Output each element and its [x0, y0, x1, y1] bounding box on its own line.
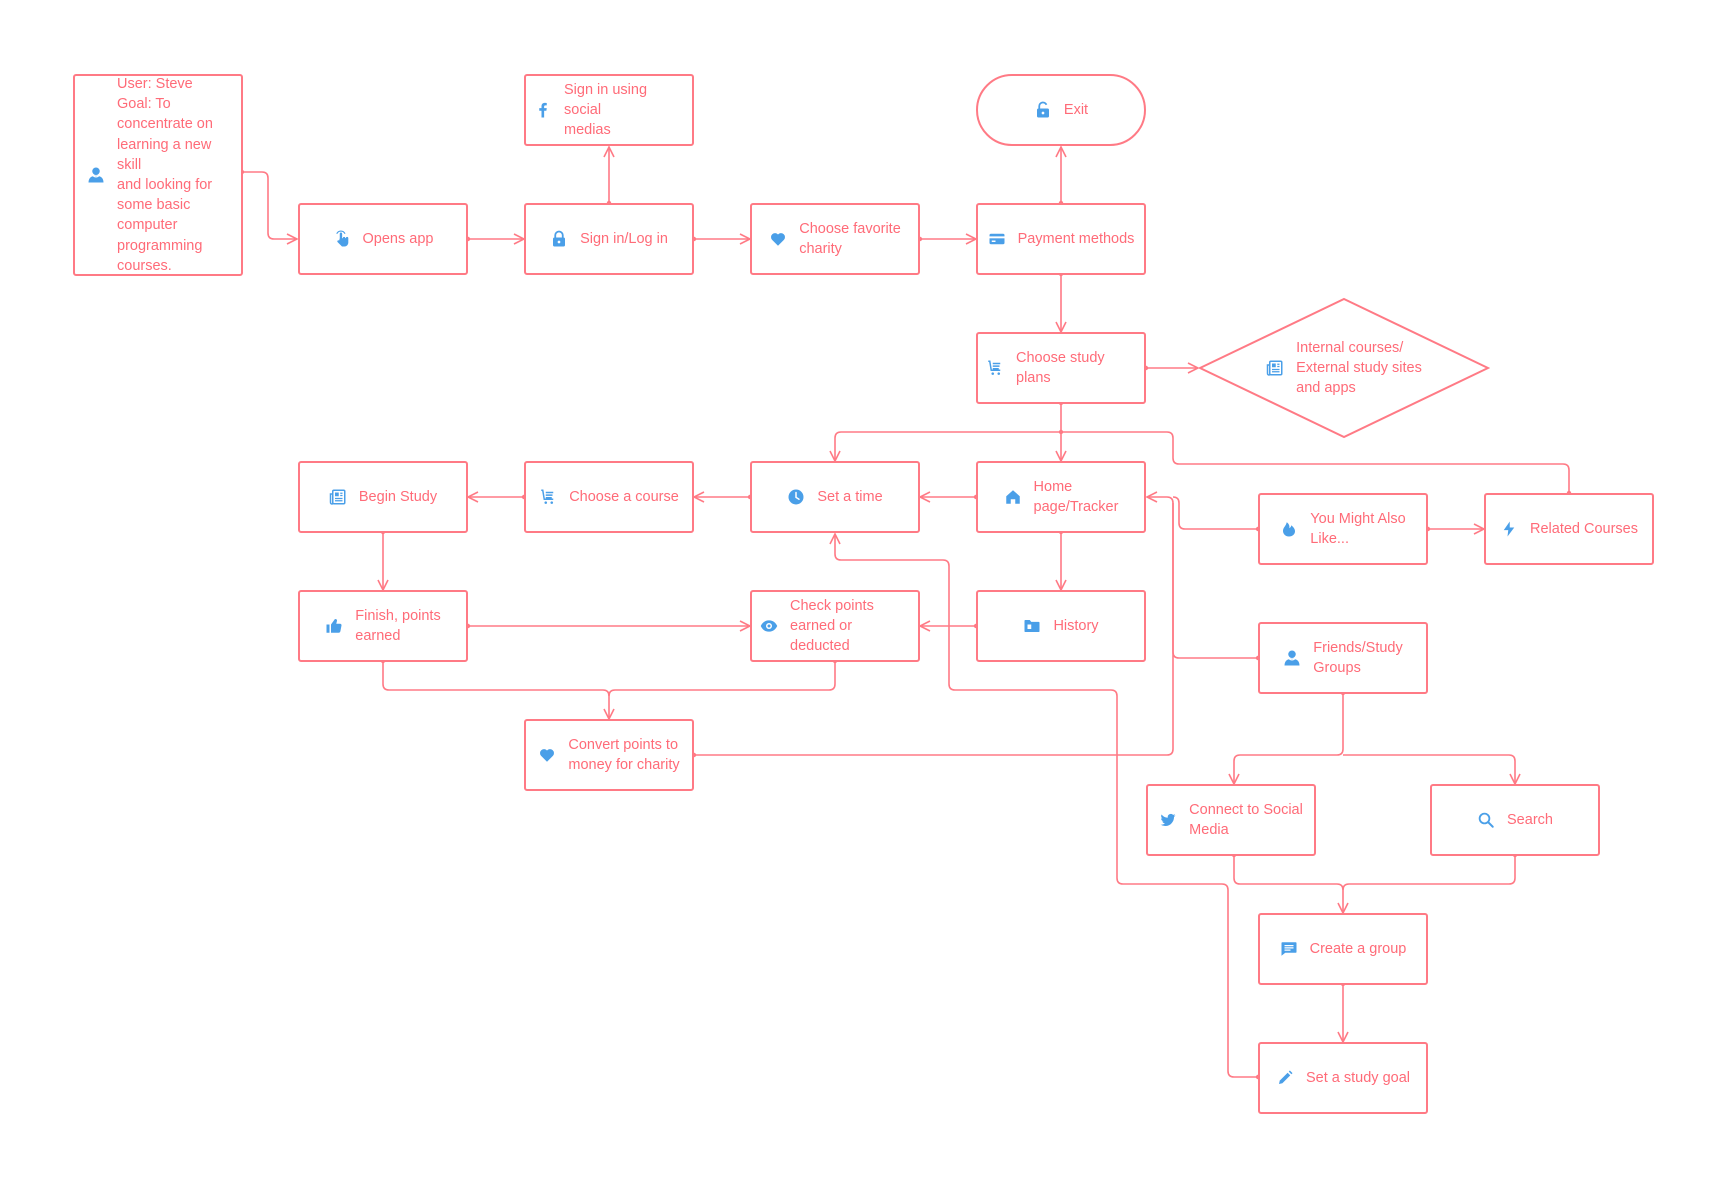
home-tracker-label: Home page/Tracker: [1033, 479, 1119, 515]
bolt-icon: [1500, 520, 1518, 538]
social-signin-label: Sign in using social medias: [564, 82, 648, 138]
flame-icon: [1280, 520, 1298, 538]
facebook-icon: [534, 101, 552, 119]
set-time-label: Set a time: [817, 489, 883, 505]
you-might-also-like-node[interactable]: You Might Also Like...: [1258, 493, 1428, 565]
edge-friends-search: [1343, 754, 1515, 784]
edge-check-convert: [608, 658, 838, 697]
convert-points-node[interactable]: Convert points to money for charity: [524, 719, 694, 791]
choose-study-plans-node[interactable]: Choose study plans: [976, 332, 1146, 404]
connect-social-media-node[interactable]: Connect to Social Media: [1146, 784, 1316, 856]
set-time-node[interactable]: Set a time: [750, 461, 920, 533]
payment-methods-label: Payment methods: [1017, 231, 1135, 247]
check-points-node[interactable]: Check points earned or deducted: [750, 590, 920, 662]
opens-app-node[interactable]: Opens app: [298, 203, 468, 275]
edge-finish-convert: [383, 661, 609, 719]
user-icon: [87, 166, 105, 184]
choose-charity-label: Choose favorite charity: [799, 221, 901, 257]
unlock-icon: [1034, 101, 1052, 119]
search-node[interactable]: Search: [1430, 784, 1600, 856]
tap-icon: [333, 230, 351, 248]
heart-icon: [769, 230, 787, 248]
edge-user-opens: [242, 172, 297, 239]
you-might-also-like-label: You Might Also Like...: [1310, 511, 1406, 547]
exit-label: Exit: [1063, 102, 1089, 118]
edge-plans-related: [1058, 429, 1572, 496]
thumbs-up-icon: [325, 617, 343, 635]
edge-goal-settime: [835, 534, 1258, 1077]
edge-friends-connect: [1234, 693, 1343, 784]
friends-study-groups-node[interactable]: Friends/Study Groups: [1258, 622, 1428, 694]
edge-friends-home: [1172, 503, 1261, 661]
related-courses-node[interactable]: Related Courses: [1484, 493, 1654, 565]
twitter-icon: [1159, 811, 1177, 829]
friends-study-groups-label: Friends/Study Groups: [1313, 640, 1403, 676]
search-icon: [1477, 811, 1495, 829]
choose-course-label: Choose a course: [569, 489, 679, 505]
create-group-label: Create a group: [1309, 941, 1407, 957]
sign-in-label: Sign in/Log in: [580, 231, 668, 247]
history-node[interactable]: History: [976, 590, 1146, 662]
edge-mightlike-home: [1172, 496, 1261, 532]
diamond-shape: [1198, 297, 1490, 439]
list-cart-icon: [986, 359, 1004, 377]
convert-points-label: Convert points to money for charity: [568, 737, 680, 773]
choose-charity-node[interactable]: Choose favorite charity: [750, 203, 920, 275]
user-icon: [1283, 649, 1301, 667]
credit-card-icon: [988, 230, 1006, 248]
begin-study-node[interactable]: Begin Study: [298, 461, 468, 533]
begin-study-label: Begin Study: [358, 489, 438, 505]
history-label: History: [1053, 618, 1099, 634]
folder-icon: [1023, 617, 1041, 635]
finish-points-label: Finish, points earned: [355, 608, 441, 644]
home-icon: [1004, 488, 1022, 506]
clock-icon: [787, 488, 805, 506]
check-points-label: Check points earned or deducted: [790, 598, 874, 654]
lock-icon: [550, 230, 568, 248]
chat-icon: [1280, 940, 1298, 958]
exit-node[interactable]: Exit: [976, 74, 1146, 146]
payment-methods-node[interactable]: Payment methods: [976, 203, 1146, 275]
internal-external-courses-label: Internal courses/ External study sites a…: [1296, 340, 1422, 396]
opens-app-label: Opens app: [362, 231, 434, 247]
user-goal-node[interactable]: User: Steve Goal: To concentrate on lear…: [73, 74, 243, 276]
set-study-goal-node[interactable]: Set a study goal: [1258, 1042, 1428, 1114]
sign-in-node[interactable]: Sign in/Log in: [524, 203, 694, 275]
edge-search-create: [1342, 852, 1518, 891]
connect-social-media-label: Connect to Social Media: [1189, 802, 1303, 838]
search-label: Search: [1507, 812, 1553, 828]
user-goal-label: User: Steve Goal: To concentrate on lear…: [117, 75, 213, 274]
set-study-goal-label: Set a study goal: [1306, 1070, 1410, 1086]
create-group-node[interactable]: Create a group: [1258, 913, 1428, 985]
internal-external-courses-node[interactable]: Internal courses/ External study sites a…: [1198, 297, 1490, 439]
list-cart-icon: [539, 488, 557, 506]
eye-icon: [760, 617, 778, 635]
related-courses-label: Related Courses: [1530, 521, 1638, 537]
newspaper-icon: [1266, 359, 1284, 377]
edge-connect-create: [1234, 855, 1343, 913]
social-signin-node[interactable]: Sign in using social medias: [524, 74, 694, 146]
choose-course-node[interactable]: Choose a course: [524, 461, 694, 533]
finish-points-node[interactable]: Finish, points earned: [298, 590, 468, 662]
pencil-icon: [1276, 1069, 1294, 1087]
home-tracker-node[interactable]: Home page/Tracker: [976, 461, 1146, 533]
newspaper-icon: [329, 488, 347, 506]
heart-icon: [538, 746, 556, 764]
choose-study-plans-label: Choose study plans: [1016, 350, 1105, 386]
edge-plans-settime: [835, 431, 1061, 461]
